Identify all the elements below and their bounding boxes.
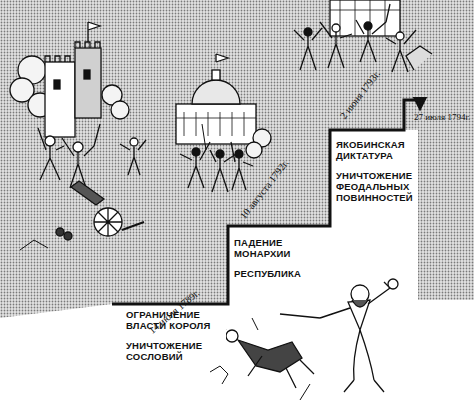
- stage-result: УНИЧТОЖЕНИЕ СОСЛОВИЙ: [126, 340, 222, 362]
- staircase-line: [112, 100, 420, 304]
- stage-result: РЕСПУБЛИКА: [234, 268, 300, 279]
- stage-box: ПАДЕНИЕ МОНАРХИИ РЕСПУБЛИКА: [230, 234, 304, 282]
- convention-scene: [294, 0, 432, 72]
- stage-heading: ПАДЕНИЕ МОНАРХИИ: [234, 237, 300, 259]
- peasant-scene: [210, 279, 398, 400]
- bastille-scene: [10, 22, 146, 250]
- stage-heading: ЯКОБИНСКАЯ ДИКТАТУРА: [336, 139, 412, 161]
- tuileries-scene: [176, 54, 271, 192]
- white-ground: [0, 130, 474, 400]
- date-label: 27 июля 1794г.: [414, 112, 470, 122]
- stage-box: ЯКОБИНСКАЯ ДИКТАТУРА УНИЧТОЖЕНИЕ ФЕОДАЛЬН…: [332, 136, 416, 206]
- stage-result: УНИЧТОЖЕНИЕ ФЕОДАЛЬНЫХ ПОВИННОСТЕЙ: [336, 170, 412, 203]
